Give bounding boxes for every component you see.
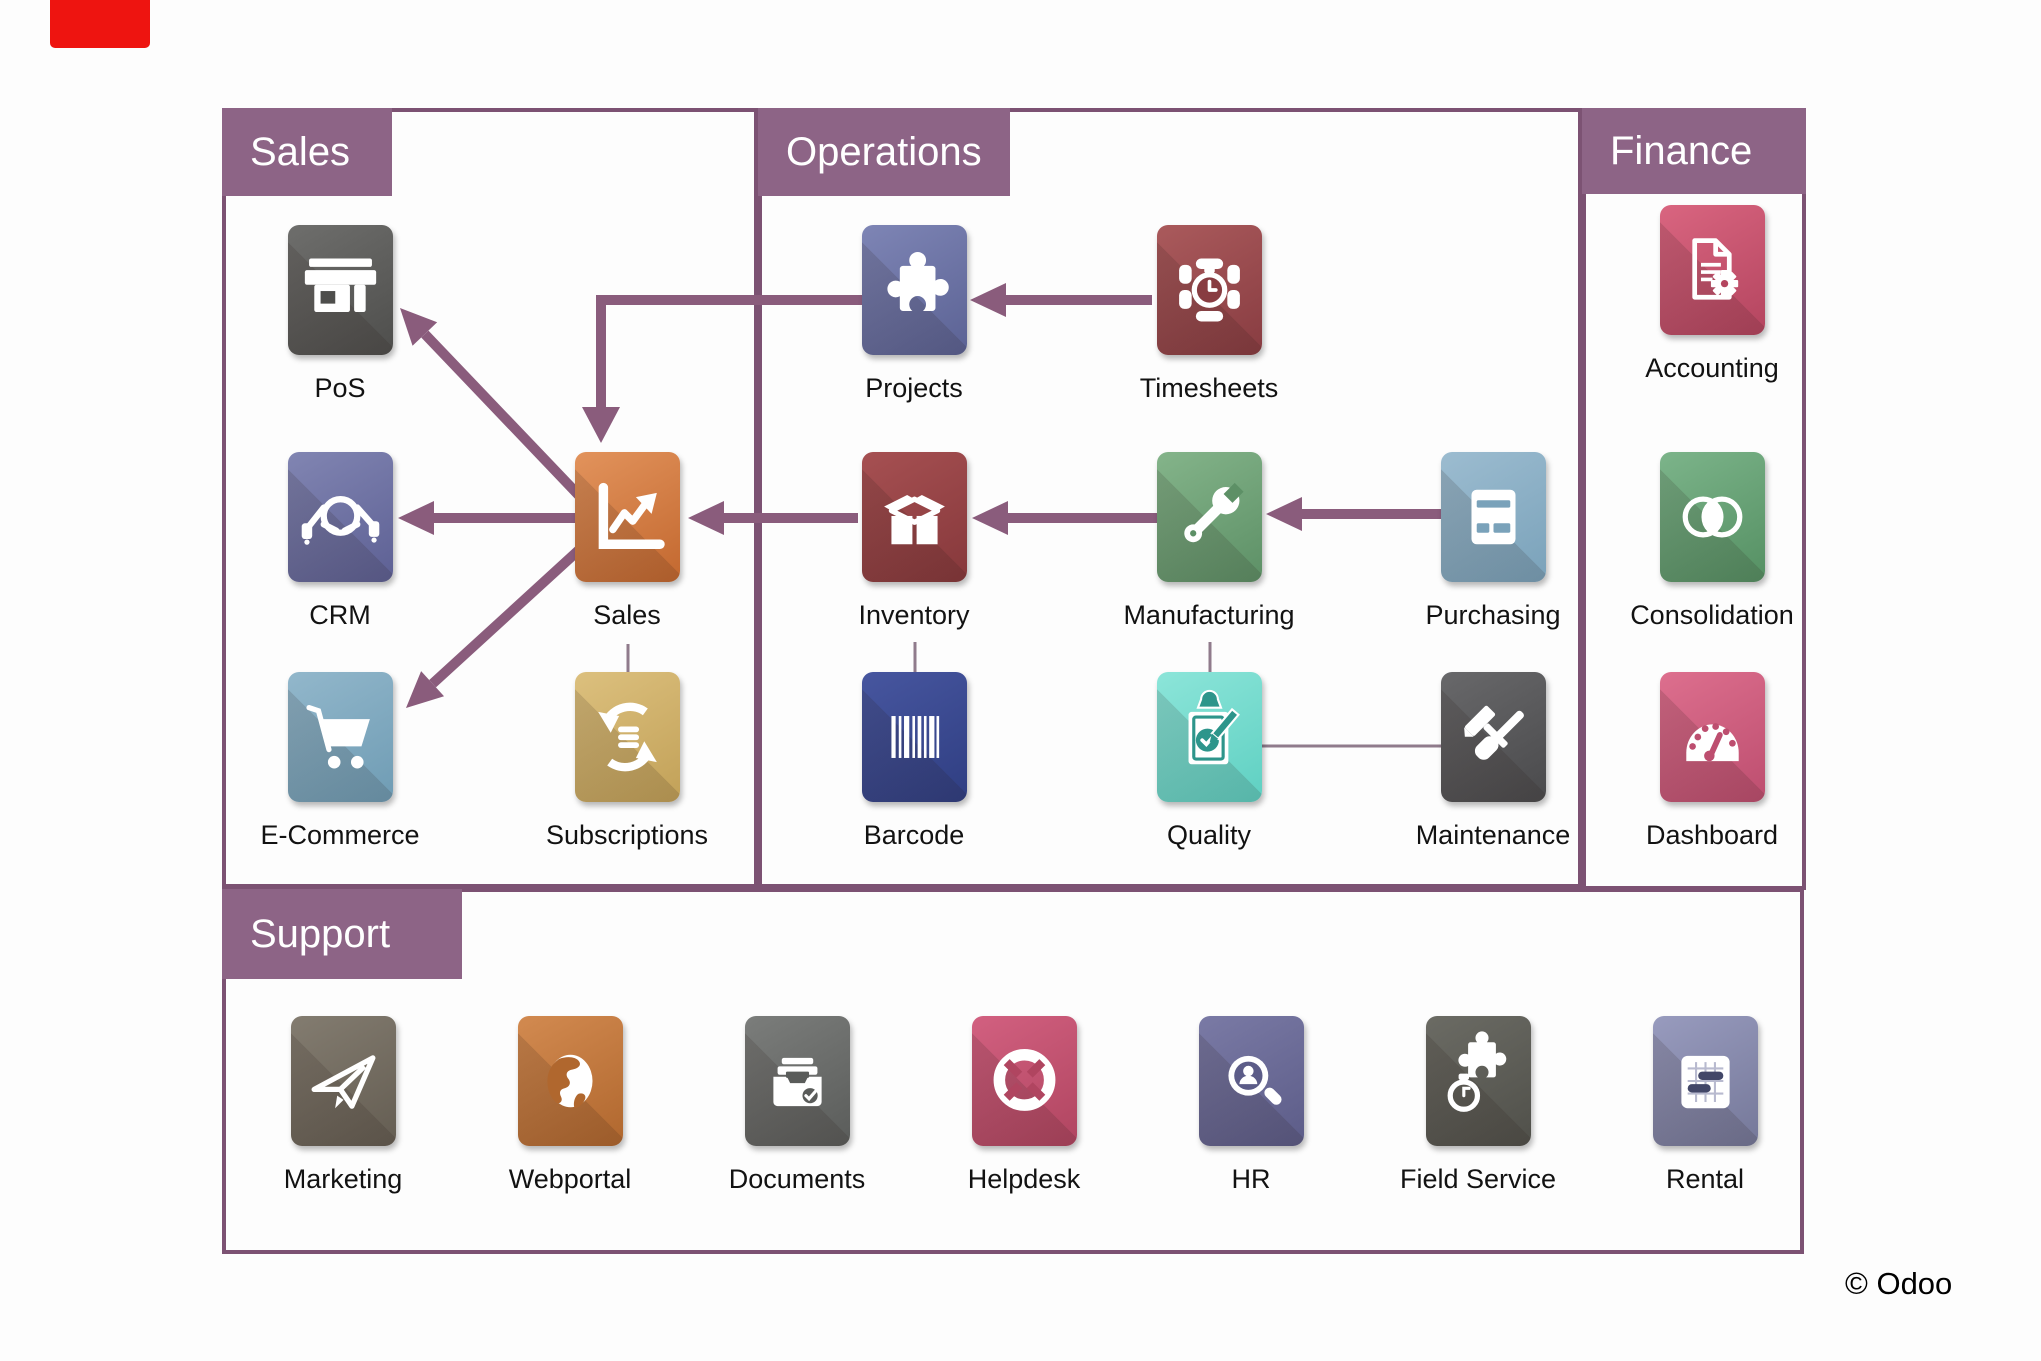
operations-section-box [758, 108, 1582, 888]
app-label-webportal: Webportal [508, 1164, 632, 1194]
section-header-finance: Finance [1582, 108, 1806, 194]
crm-icon [301, 496, 380, 545]
app-tile-accounting [1660, 205, 1765, 335]
app-label-documents: Documents [728, 1164, 866, 1194]
app-tile-rental [1653, 1016, 1758, 1146]
manufacturing-icon [1184, 482, 1244, 543]
app-tile-fieldservice [1426, 1016, 1531, 1146]
app-label-purchasing: Purchasing [1425, 600, 1561, 630]
app-tile-inventory [862, 452, 967, 582]
app-tile-hr [1199, 1016, 1304, 1146]
app-tile-dashboard [1660, 672, 1765, 802]
app-label-dashboard: Dashboard [1645, 820, 1779, 850]
app-label-sales_app: Sales [593, 600, 661, 630]
app-label-barcode: Barcode [863, 820, 965, 850]
tile-long-shadow [1660, 205, 1765, 335]
accounting-icon [1692, 238, 1739, 300]
app-tile-pos [288, 225, 393, 355]
app-label-rental: Rental [1665, 1164, 1745, 1194]
app-label-consolidation: Consolidation [1630, 600, 1794, 630]
section-title: Sales [250, 129, 351, 174]
section-title: Support [250, 911, 391, 956]
app-tile-webportal [518, 1016, 623, 1146]
app-tile-consolidation [1660, 452, 1765, 582]
sales_app-icon [598, 482, 665, 549]
red-corner-marker [50, 0, 150, 48]
support-section-box [222, 888, 1804, 1254]
app-label-inventory: Inventory [858, 600, 970, 630]
subscriptions-icon [598, 702, 657, 772]
app-tile-marketing [291, 1016, 396, 1146]
section-title: Operations [786, 129, 982, 174]
timesheets-icon [1179, 258, 1240, 322]
tile-long-shadow [862, 452, 967, 582]
purchasing-icon [1471, 489, 1516, 545]
helpdesk-icon [993, 1049, 1056, 1111]
app-tile-purchasing [1441, 452, 1546, 582]
hr-icon [1228, 1055, 1282, 1105]
app-label-ecommerce: E-Commerce [260, 820, 420, 850]
app-label-manufacturing: Manufacturing [1123, 600, 1295, 630]
app-tile-crm [288, 452, 393, 582]
documents-icon [773, 1057, 822, 1107]
sales-section-box [222, 108, 758, 888]
copyright-text: © Odoo [1845, 1266, 1953, 1301]
tile-long-shadow [972, 1016, 1077, 1146]
app-label-timesheets: Timesheets [1139, 373, 1279, 403]
app-label-hr: HR [1231, 1164, 1271, 1194]
marketing-icon [311, 1055, 376, 1109]
app-label-maintenance: Maintenance [1415, 820, 1571, 850]
barcode-icon [891, 716, 940, 758]
section-header-support: Support [222, 889, 462, 979]
app-tile-helpdesk [972, 1016, 1077, 1146]
projects-icon [887, 251, 949, 311]
app-label-subscriptions: Subscriptions [545, 820, 709, 850]
app-label-pos: PoS [314, 373, 366, 403]
fieldservice-icon [1447, 1031, 1507, 1112]
webportal-icon [547, 1054, 593, 1109]
ecommerce-icon [306, 705, 370, 769]
app-tile-manufacturing [1157, 452, 1262, 582]
app-label-accounting: Accounting [1645, 353, 1779, 383]
section-header-operations: Operations [758, 108, 1010, 196]
app-tile-subscriptions [575, 672, 680, 802]
quality-icon [1188, 689, 1240, 765]
app-label-quality: Quality [1166, 820, 1252, 850]
app-tile-sales_app [575, 452, 680, 582]
app-tile-barcode [862, 672, 967, 802]
maintenance-icon [1464, 705, 1524, 760]
section-header-sales: Sales [222, 108, 392, 196]
pos-icon [304, 258, 377, 313]
dashboard-icon [1686, 723, 1739, 762]
tile-long-shadow [288, 452, 393, 582]
tile-long-shadow [291, 1016, 396, 1146]
app-tile-ecommerce [288, 672, 393, 802]
inventory-icon [884, 494, 945, 545]
rental-icon [1681, 1055, 1730, 1109]
consolidation-icon [1682, 496, 1743, 538]
app-tile-projects [862, 225, 967, 355]
app-label-fieldservice: Field Service [1399, 1164, 1557, 1194]
app-tile-timesheets [1157, 225, 1262, 355]
app-tile-documents [745, 1016, 850, 1146]
app-label-projects: Projects [865, 373, 963, 403]
app-tile-quality [1157, 672, 1262, 802]
app-tile-maintenance [1441, 672, 1546, 802]
app-label-marketing: Marketing [283, 1164, 403, 1194]
section-title: Finance [1610, 128, 1753, 173]
app-label-crm: CRM [309, 600, 371, 630]
app-label-helpdesk: Helpdesk [967, 1164, 1081, 1194]
